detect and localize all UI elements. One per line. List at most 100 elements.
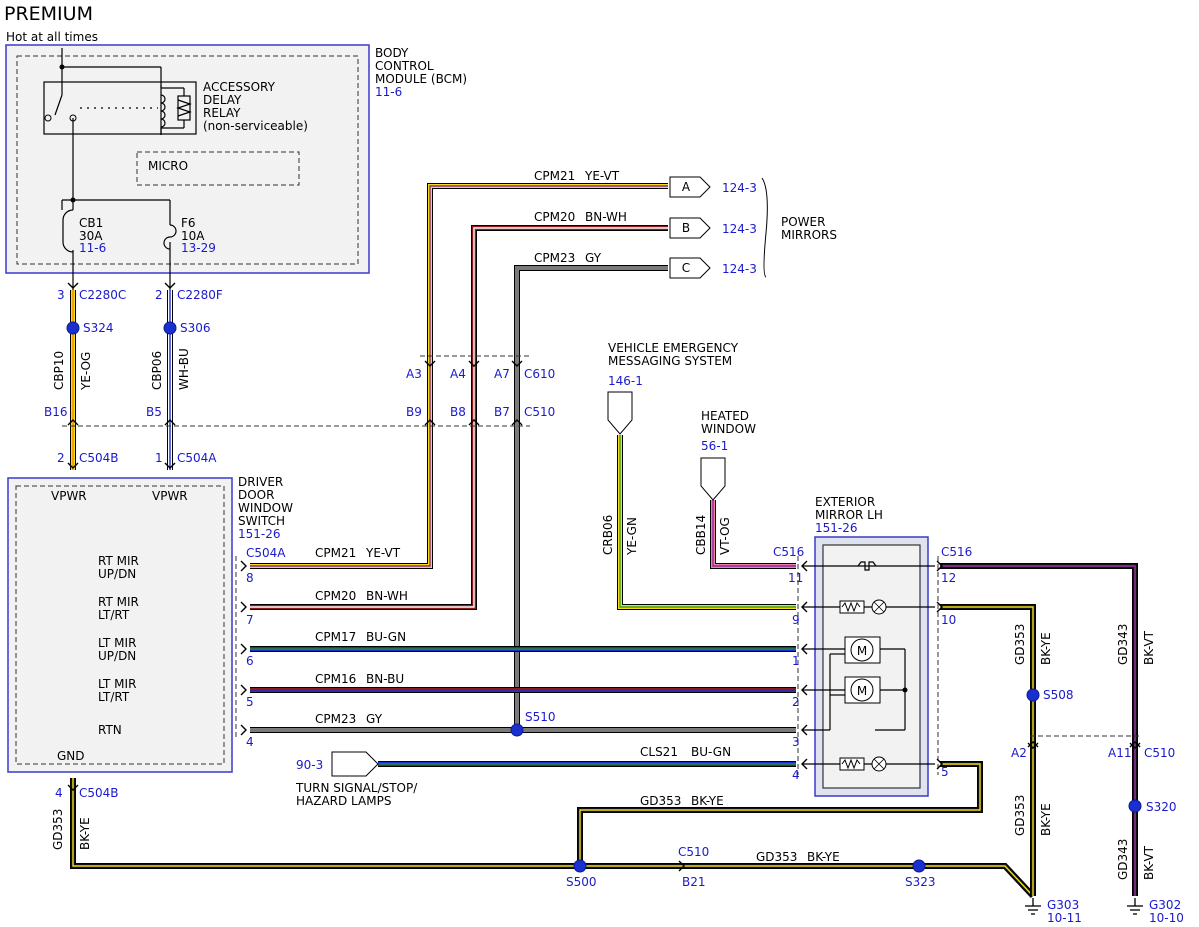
relay-name-line: DELAY xyxy=(203,93,242,107)
wire-cpm21-stripe xyxy=(250,185,668,567)
connector-label: C510 xyxy=(1144,746,1175,760)
turn-signal-name-line: HAZARD LAMPS xyxy=(296,794,391,808)
motor-label: M xyxy=(857,644,867,658)
motor-label: M xyxy=(857,684,867,698)
mirror-heater-icon xyxy=(839,600,865,771)
ddws-inner-dashed xyxy=(15,485,225,765)
diagram-title: PREMIUM xyxy=(4,3,93,25)
pin-label: 9 xyxy=(792,613,800,627)
wire-circuit-label: GD343 xyxy=(1116,624,1130,665)
mirror-name-line: MIRROR LH xyxy=(815,508,883,522)
pin-label: A4 xyxy=(450,367,466,381)
relay-name-line: ACCESSORY xyxy=(203,80,276,94)
pin-label: 1 xyxy=(155,451,163,465)
relay-contact xyxy=(44,114,52,122)
mirror-ref[interactable]: 124-3 xyxy=(722,181,757,195)
relay-box xyxy=(43,81,197,135)
connector-chevron xyxy=(240,601,247,613)
wire-color-label: YE-OG xyxy=(79,352,93,391)
wire-gd343-stripe xyxy=(940,565,1136,896)
pin-label: 5 xyxy=(246,695,254,709)
bcm-internal-wiring xyxy=(54,48,185,290)
connector-chevron xyxy=(67,462,79,469)
bcm-ref[interactable]: 11-6 xyxy=(375,85,402,99)
relay-name-line: RELAY xyxy=(203,106,241,120)
connector-chevron xyxy=(424,360,436,367)
connector-dash-lines xyxy=(62,355,1140,775)
pin-label: 3 xyxy=(57,288,65,302)
pin-label: 4 xyxy=(792,768,800,782)
ground-name: G302 xyxy=(1149,898,1181,912)
wire-color-label: YE-VT xyxy=(584,169,620,183)
connector-chevron xyxy=(936,560,943,572)
vems-connector-tag xyxy=(607,391,633,435)
wire-color-label: BK-YE xyxy=(1039,803,1053,836)
micro-box xyxy=(136,151,300,186)
ground-ref[interactable]: 10-10 xyxy=(1149,911,1184,925)
pin-label: 10 xyxy=(941,613,956,627)
ddws-module xyxy=(7,477,233,773)
splice-s320 xyxy=(1128,799,1142,813)
connector-chevron xyxy=(240,560,247,572)
cb1-rating: 30A xyxy=(79,229,103,243)
wire-gd353-mirror-stripe xyxy=(940,606,1034,896)
turn-signal-ref[interactable]: 90-3 xyxy=(296,758,323,772)
cb1-ref[interactable]: 11-6 xyxy=(79,241,106,255)
turn-signal-connector-tag xyxy=(331,751,379,777)
wire-circuit-label: CPM23 xyxy=(315,712,356,726)
power-mirrors-label: POWER xyxy=(781,215,825,229)
wire-crb06-stripe xyxy=(619,435,796,608)
splice-label: S508 xyxy=(1043,688,1074,702)
wire-layer xyxy=(70,183,1138,899)
connector-chevron xyxy=(164,462,176,469)
wire-circuit-label: CRB06 xyxy=(601,515,615,555)
splice-s510 xyxy=(510,723,524,737)
mirror-ref[interactable]: 124-3 xyxy=(722,262,757,276)
pin-label: A11 xyxy=(1108,746,1131,760)
splice-layer xyxy=(66,321,1142,873)
power-mirror-tag-a: A xyxy=(669,176,711,198)
pin-label: B7 xyxy=(494,405,510,419)
bcm-name-line: BODY xyxy=(375,46,409,60)
vems-ref[interactable]: 146-1 xyxy=(608,374,643,388)
svg-text:B: B xyxy=(682,221,690,235)
ground-g302-icon xyxy=(1127,898,1143,915)
ground-ref[interactable]: 10-11 xyxy=(1047,911,1082,925)
mirror-ref[interactable]: 151-26 xyxy=(815,521,858,535)
mirror-ref[interactable]: 124-3 xyxy=(722,222,757,236)
wire-gd353-loop-stripe xyxy=(579,763,981,866)
pin-label: 3 xyxy=(792,735,800,749)
connector-chevron xyxy=(468,360,480,367)
ddws-name-line: SWITCH xyxy=(238,514,285,528)
wire-circuit-label: GD353 xyxy=(640,794,681,808)
turn-signal-name-line: TURN SIGNAL/STOP/ xyxy=(295,781,418,795)
wire-color-label: BK-YE xyxy=(1039,632,1053,665)
connector-label: C504A xyxy=(177,451,217,465)
wire-color-label: BK-YE xyxy=(78,817,92,850)
ddws-ref[interactable]: 151-26 xyxy=(238,527,281,541)
wire-color-label: VT-OG xyxy=(718,517,732,555)
wire-circuit-label: GD343 xyxy=(1116,839,1130,880)
wire-circuit-label: CPM16 xyxy=(315,672,356,686)
wire-cpm23-top xyxy=(515,266,668,730)
bcm-inner-dashed xyxy=(16,55,359,265)
connector-chevron xyxy=(468,419,480,426)
switch-function-label: LT MIR xyxy=(98,677,136,691)
switch-function-label: RT MIR xyxy=(98,554,139,568)
wire-color-label: BU-GN xyxy=(366,630,406,644)
connector-label: C2280C xyxy=(79,288,126,302)
gnd-label: GND xyxy=(57,749,85,763)
wire-circuit-label: GD353 xyxy=(1013,624,1027,665)
hot-label: Hot at all times xyxy=(6,30,98,44)
pin-label: B8 xyxy=(450,405,466,419)
connector-chevron xyxy=(936,601,943,613)
connector-chevron xyxy=(511,360,523,367)
connector-chevron xyxy=(67,419,79,426)
wire-circuit-label: CPM17 xyxy=(315,630,356,644)
f6-ref[interactable]: 13-29 xyxy=(181,241,216,255)
switch-function-label: RT MIR xyxy=(98,595,139,609)
power-mirrors-label: MIRRORS xyxy=(781,228,837,242)
heated-ref[interactable]: 56-1 xyxy=(701,439,728,453)
wire-circuit-label: GD353 xyxy=(1013,795,1027,836)
wire-circuit-label: CPM20 xyxy=(315,589,356,603)
